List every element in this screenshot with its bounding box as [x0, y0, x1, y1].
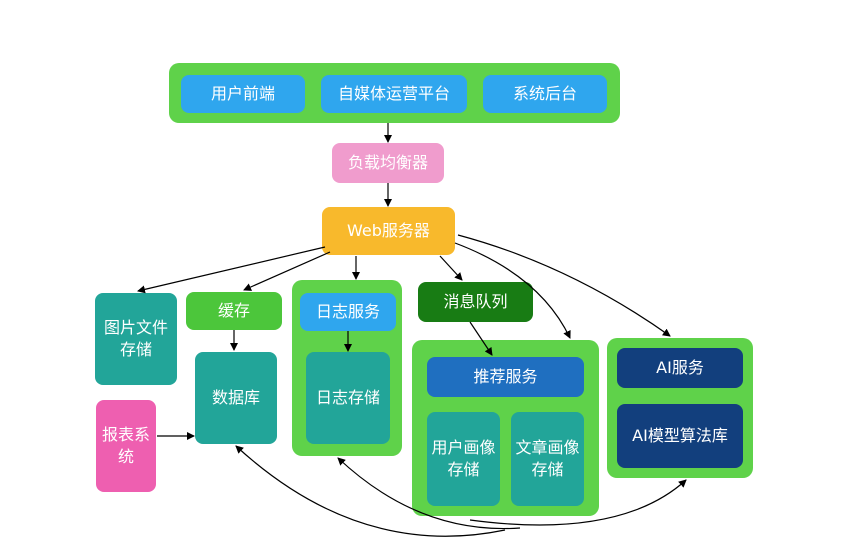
- ai-model-library-box[interactable]: AI模型算法库: [617, 404, 743, 468]
- arrow-web-to-image: [137, 246, 326, 294]
- web-server-box[interactable]: Web服务器: [322, 207, 455, 255]
- arrow-bottom-to-db: [235, 445, 506, 537]
- log-service-box[interactable]: 日志服务: [300, 293, 396, 331]
- user-profile-storage-box[interactable]: 用户画像 存储: [427, 412, 500, 506]
- system-backend-box[interactable]: 系统后台: [483, 75, 607, 113]
- ai-service-box[interactable]: AI服务: [617, 348, 743, 388]
- report-system-box[interactable]: 报表系 统: [96, 400, 156, 492]
- arrow-web-to-mq: [439, 255, 463, 281]
- arrow-web-to-recommend: [454, 242, 571, 339]
- user-frontend-box[interactable]: 用户前端: [181, 75, 305, 113]
- image-storage-box[interactable]: 图片文件 存储: [95, 293, 177, 385]
- arrow-web-to-ai: [457, 234, 671, 337]
- recommend-service-box[interactable]: 推荐服务: [427, 357, 584, 397]
- media-platform-box[interactable]: 自媒体运营平台: [321, 75, 467, 113]
- message-queue-box[interactable]: 消息队列: [418, 282, 533, 322]
- cache-box[interactable]: 缓存: [186, 292, 282, 330]
- log-storage-box[interactable]: 日志存储: [306, 352, 390, 444]
- arrow-web-to-cache: [243, 251, 331, 291]
- load-balancer-box[interactable]: 负载均衡器: [332, 143, 444, 183]
- arrow-bottom-to-log: [337, 457, 521, 530]
- database-box[interactable]: 数据库: [195, 352, 277, 444]
- arrow-bottom-to-ai: [469, 479, 687, 526]
- arrow-mq-to-recommend: [469, 321, 493, 356]
- article-profile-storage-box[interactable]: 文章画像 存储: [511, 412, 584, 506]
